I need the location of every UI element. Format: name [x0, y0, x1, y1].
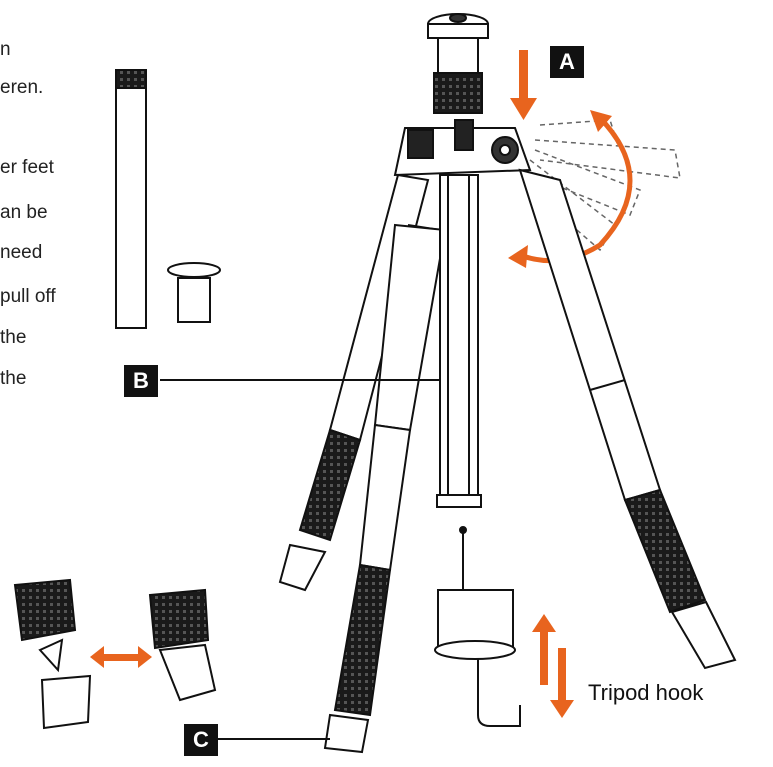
arrow-a	[510, 50, 537, 120]
center-column-shaft	[436, 174, 482, 508]
leader-lines	[160, 379, 440, 740]
text-fragment-1: n	[0, 39, 11, 60]
text-fragment-3: er feet	[0, 157, 54, 178]
label-c: C	[184, 724, 218, 756]
foot-swap-arrow	[90, 646, 152, 668]
text-fragment-6: pull off	[0, 286, 56, 307]
leg-right	[518, 168, 737, 670]
label-a: A	[550, 46, 584, 78]
leg-joint	[393, 119, 532, 177]
foot-swap	[13, 578, 217, 730]
text-fragment-8: the	[0, 368, 27, 389]
hook-arrows	[532, 614, 574, 718]
label-b: B	[124, 365, 158, 397]
text-fragment-5: need	[0, 242, 43, 263]
text-fragment-7: the	[0, 327, 27, 348]
short-column	[167, 262, 221, 323]
tripod-hook	[434, 526, 521, 727]
text-fragment-4: an be	[0, 202, 48, 223]
text-fragment-2: eren.	[0, 77, 44, 98]
tripod-hook-caption: Tripod hook	[588, 680, 704, 705]
leg-middle	[323, 223, 447, 754]
center-column-head	[427, 13, 489, 114]
spare-column	[115, 69, 147, 329]
